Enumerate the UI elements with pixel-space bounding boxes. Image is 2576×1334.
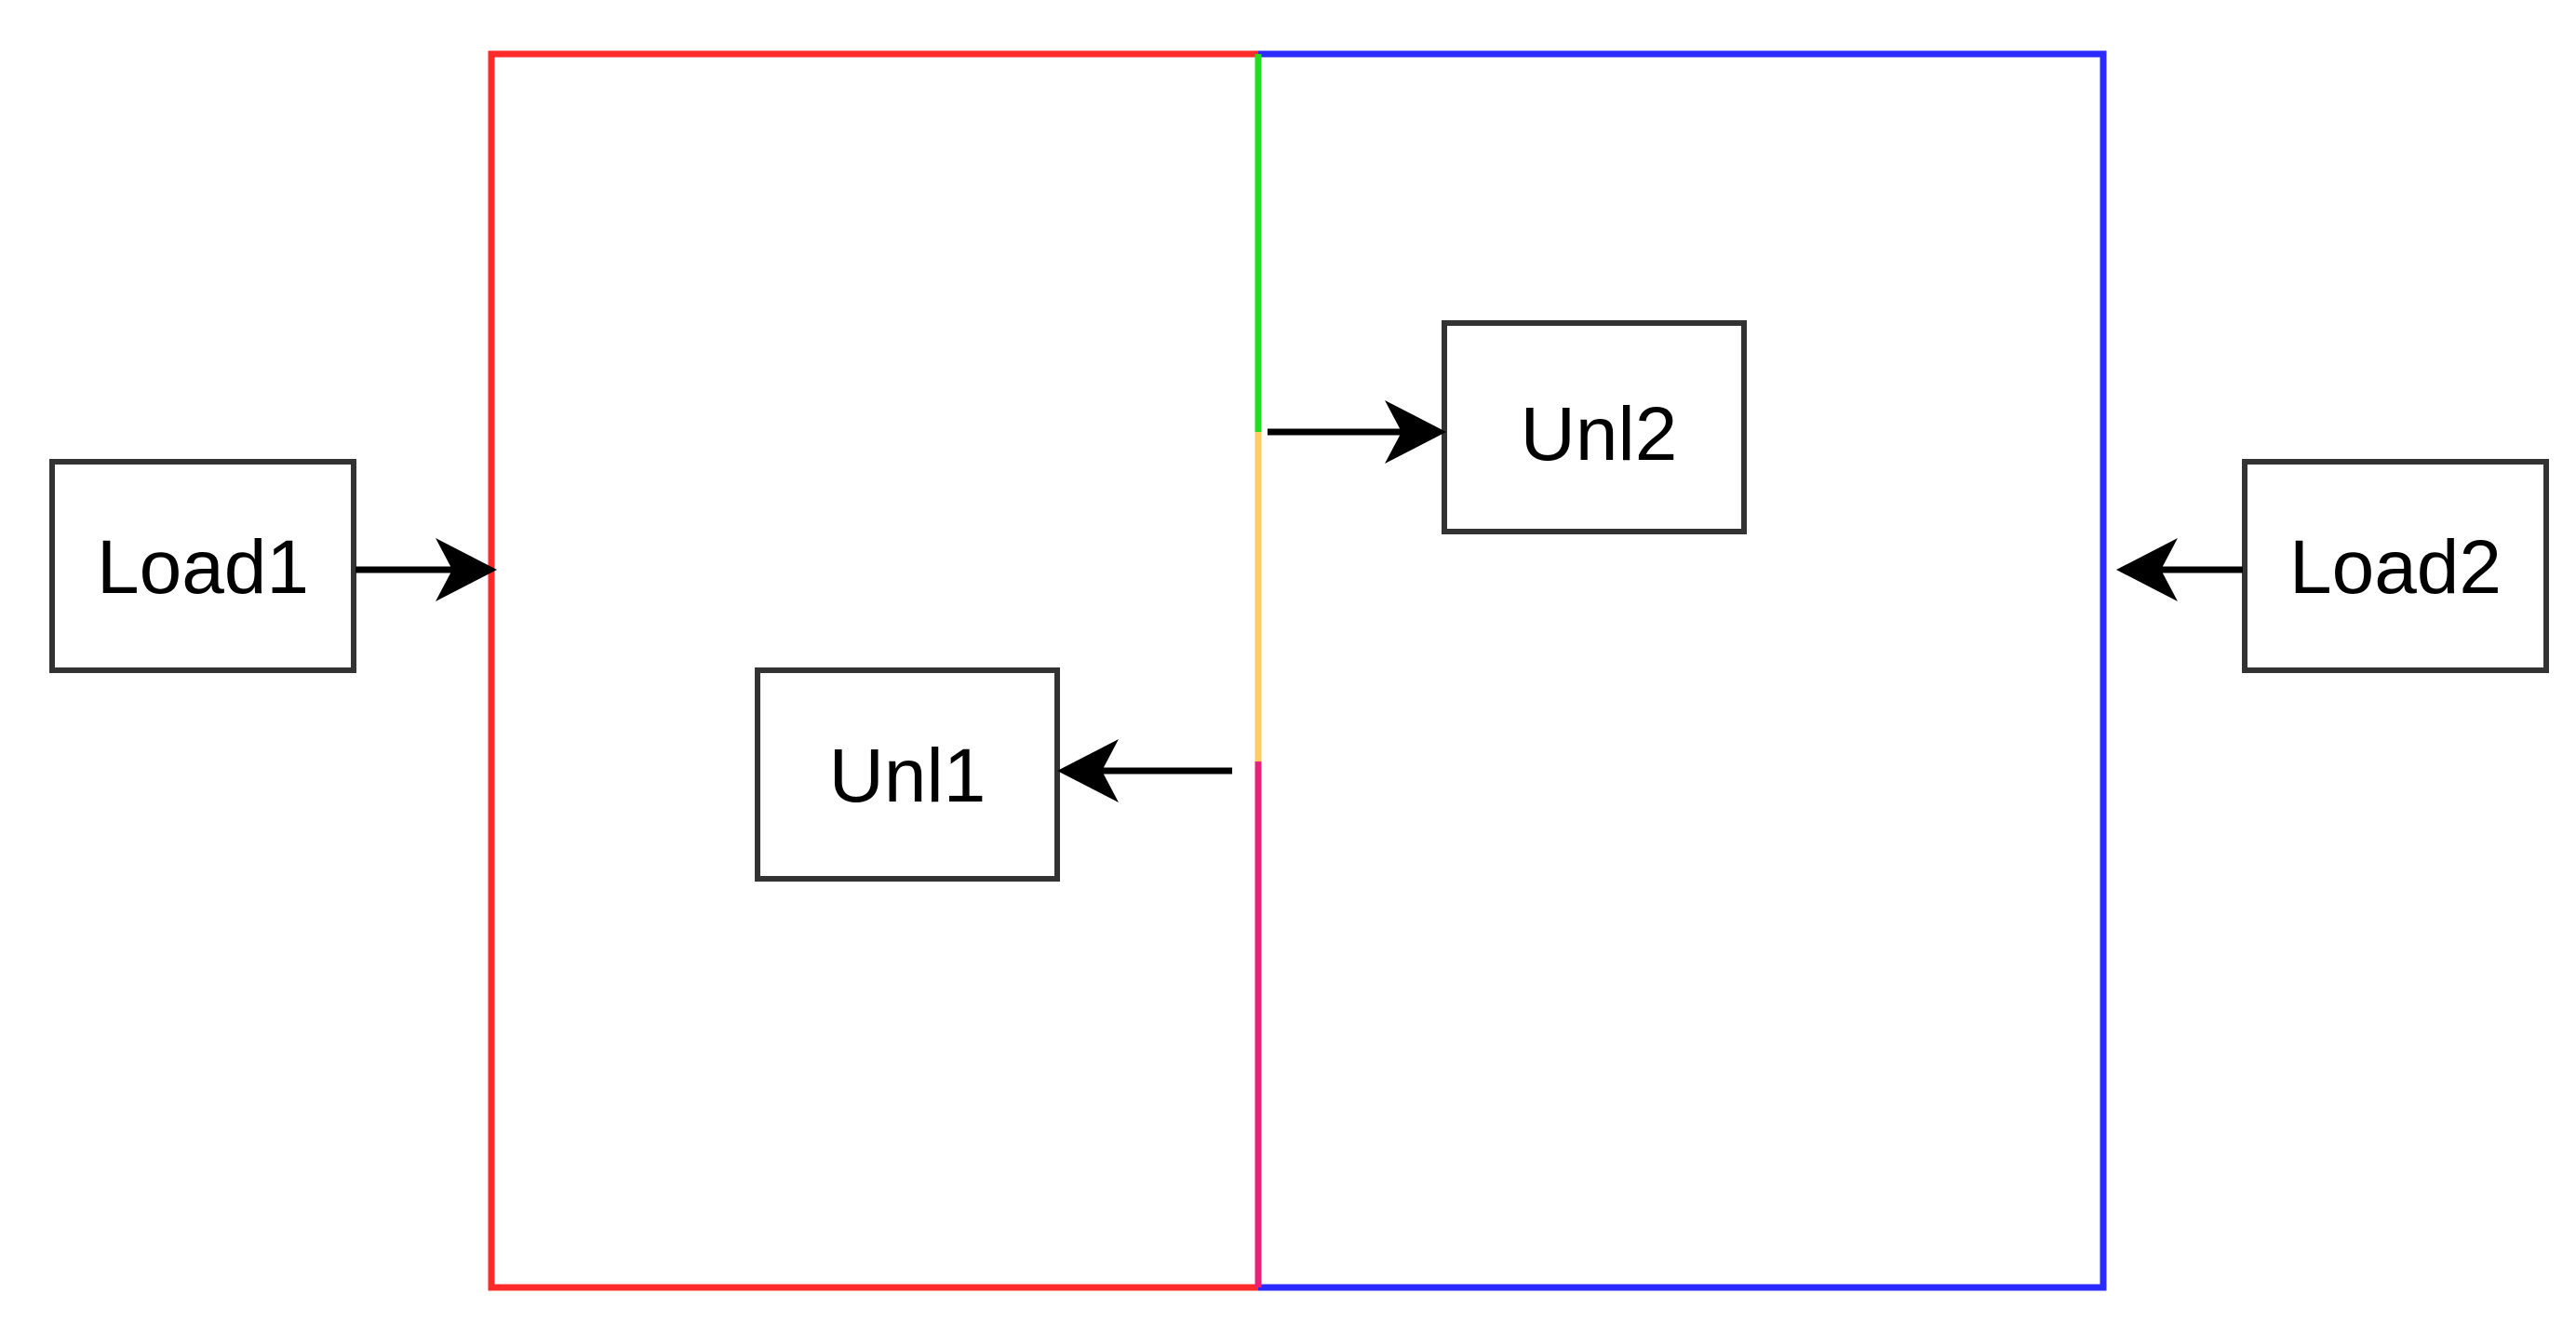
load2-box[interactable]: Load2 xyxy=(2242,459,2549,673)
load2-label: Load2 xyxy=(2289,525,2502,610)
unl1-label: Unl1 xyxy=(829,734,986,818)
arrow-divider-to-unl1 xyxy=(1057,739,1232,802)
unl2-box[interactable]: Unl2 xyxy=(1442,320,1747,534)
unl2-label: Unl2 xyxy=(1521,392,1678,477)
arrow-load1-to-left-region xyxy=(356,538,497,601)
load1-box[interactable]: Load1 xyxy=(49,459,356,673)
load1-label: Load1 xyxy=(97,525,309,610)
arrow-load2-to-right-region xyxy=(2116,538,2243,601)
right-region-outline xyxy=(1258,50,2107,1291)
arrow-divider-to-unl2 xyxy=(1268,400,1446,464)
left-region-outline xyxy=(488,50,1258,1291)
unl1-box[interactable]: Unl1 xyxy=(755,667,1060,882)
